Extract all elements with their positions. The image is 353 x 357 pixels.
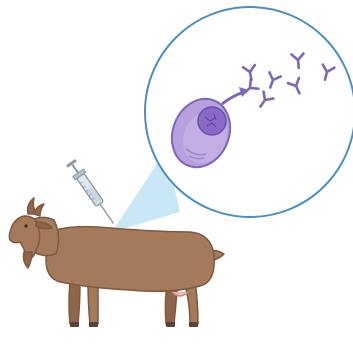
goat-illustration	[9, 198, 224, 327]
magnified-view-circle	[145, 7, 353, 217]
syringe-icon	[65, 158, 119, 227]
cell-nucleus	[198, 107, 226, 135]
